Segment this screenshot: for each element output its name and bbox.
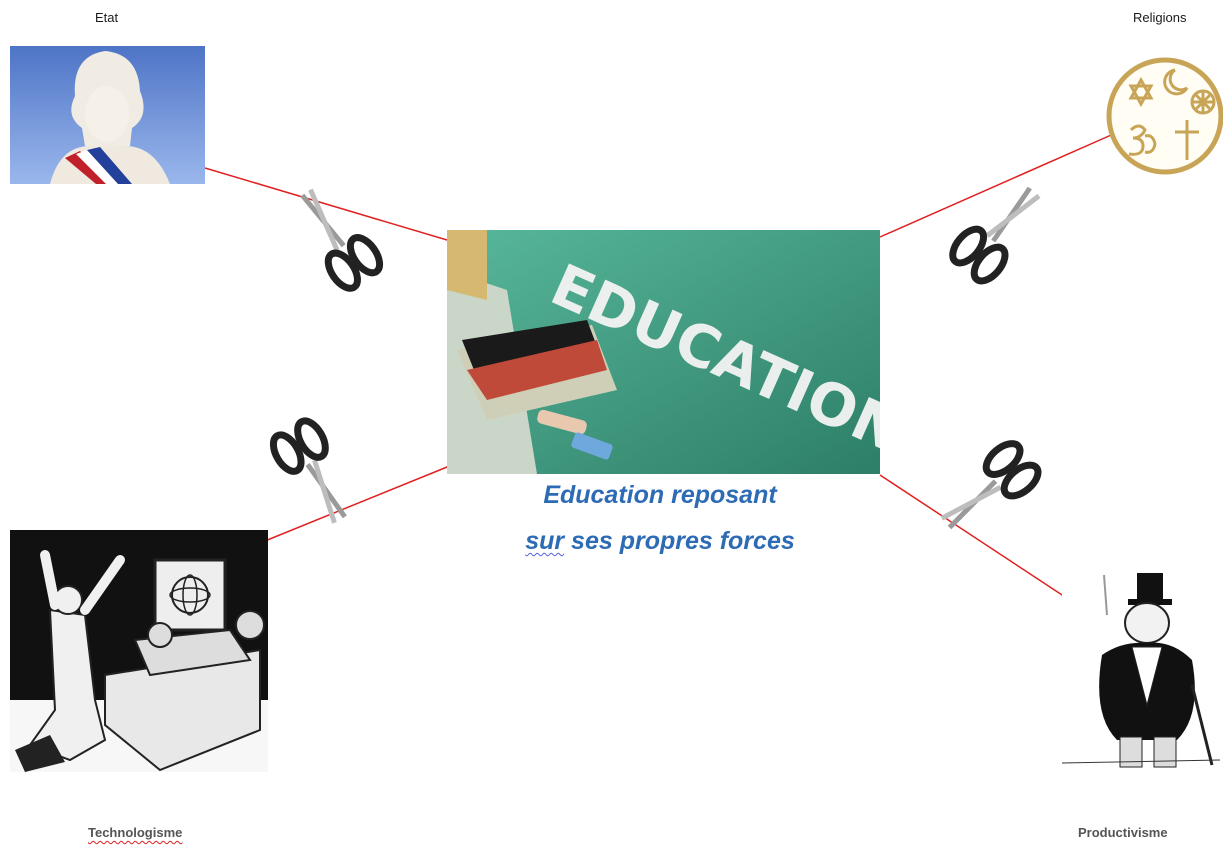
chalkboard-image: EDUCATION — [447, 230, 880, 474]
capitalist-man-image — [1062, 565, 1220, 775]
marianne-bust-image — [10, 46, 205, 184]
line-technologisme — [254, 464, 453, 546]
label-productivisme: Productivisme — [1078, 825, 1168, 840]
caption-word-sur: sur — [525, 527, 565, 555]
caption-line-2-rest: ses propres forces — [564, 527, 795, 555]
scissors-icon — [940, 440, 1042, 530]
scissors-icon — [949, 186, 1041, 285]
label-religions: Religions — [1133, 10, 1187, 25]
caption-line-2: sur ses propres forces — [480, 518, 840, 564]
line-productivisme — [879, 474, 1098, 619]
scissors-icon — [300, 188, 384, 292]
label-technologisme: Technologisme — [88, 825, 183, 840]
scissors-icon — [269, 417, 347, 524]
line-religions — [879, 131, 1119, 238]
line-etat — [204, 167, 448, 241]
scientist-computer-image — [10, 530, 268, 772]
center-caption: Education reposant sur ses propres force… — [480, 472, 840, 564]
label-etat: Etat — [95, 10, 119, 25]
religions-symbol-icon — [1105, 52, 1223, 180]
caption-line-1: Education reposant — [543, 481, 777, 509]
